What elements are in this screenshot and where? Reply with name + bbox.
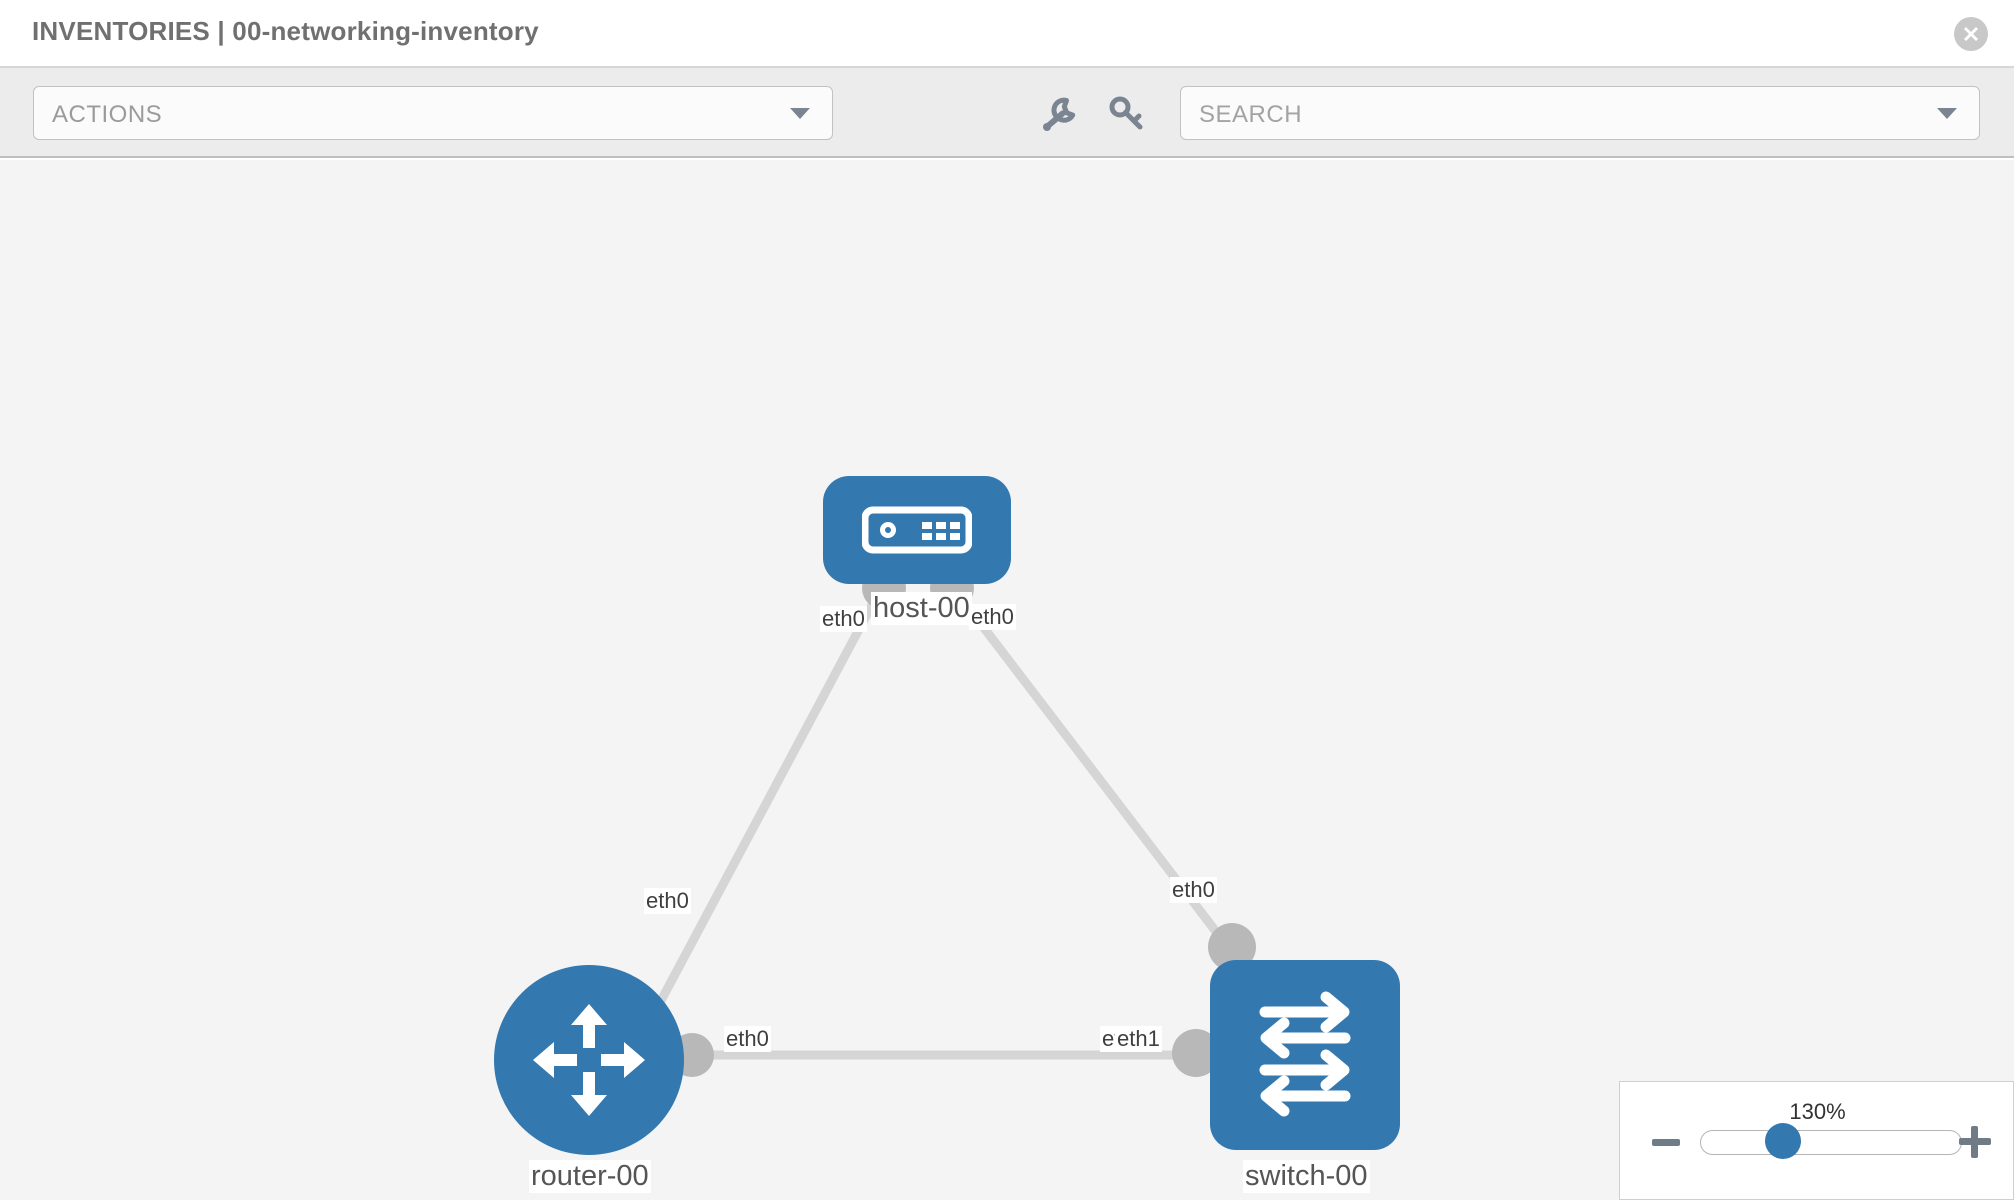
link-host-switch xyxy=(951,587,1234,953)
port-switch-upper xyxy=(1208,923,1256,971)
chevron-down-icon xyxy=(1937,108,1957,119)
key-icon[interactable] xyxy=(1105,92,1149,136)
actions-dropdown[interactable]: ACTIONS xyxy=(33,86,833,140)
page-title: INVENTORIES | 00-networking-inventory xyxy=(32,16,539,46)
chevron-down-icon xyxy=(790,108,810,119)
node-host-00[interactable] xyxy=(823,476,1011,584)
node-router-00[interactable] xyxy=(494,965,684,1155)
server-icon xyxy=(862,506,972,554)
search-placeholder: SEARCH xyxy=(1199,101,1303,128)
port-switch-lower xyxy=(1172,1029,1220,1077)
topology-canvas[interactable]: host-00 router-00 switch-00 eth0 eth0 et… xyxy=(0,160,2014,1200)
zoom-in-button[interactable] xyxy=(1959,1126,1991,1158)
actions-dropdown-label: ACTIONS xyxy=(52,101,163,128)
toolbar: ACTIONS SEARCH xyxy=(0,68,2014,158)
link-host-router xyxy=(636,587,884,1043)
node-switch-00[interactable] xyxy=(1210,960,1400,1150)
search-input[interactable]: SEARCH xyxy=(1180,86,1980,140)
wrench-icon[interactable] xyxy=(1037,92,1081,136)
zoom-control-panel: 130% xyxy=(1619,1081,2014,1200)
router-icon xyxy=(533,1004,645,1116)
zoom-out-button[interactable] xyxy=(1652,1139,1680,1146)
close-button[interactable] xyxy=(1954,17,1988,51)
topology-links xyxy=(636,566,1256,1077)
zoom-level-value: 130% xyxy=(1789,1099,1846,1124)
page-header: INVENTORIES | 00-networking-inventory xyxy=(0,0,2014,68)
switch-icon xyxy=(1259,991,1351,1117)
zoom-slider[interactable] xyxy=(1700,1130,1962,1155)
zoom-slider-thumb[interactable] xyxy=(1765,1123,1801,1159)
